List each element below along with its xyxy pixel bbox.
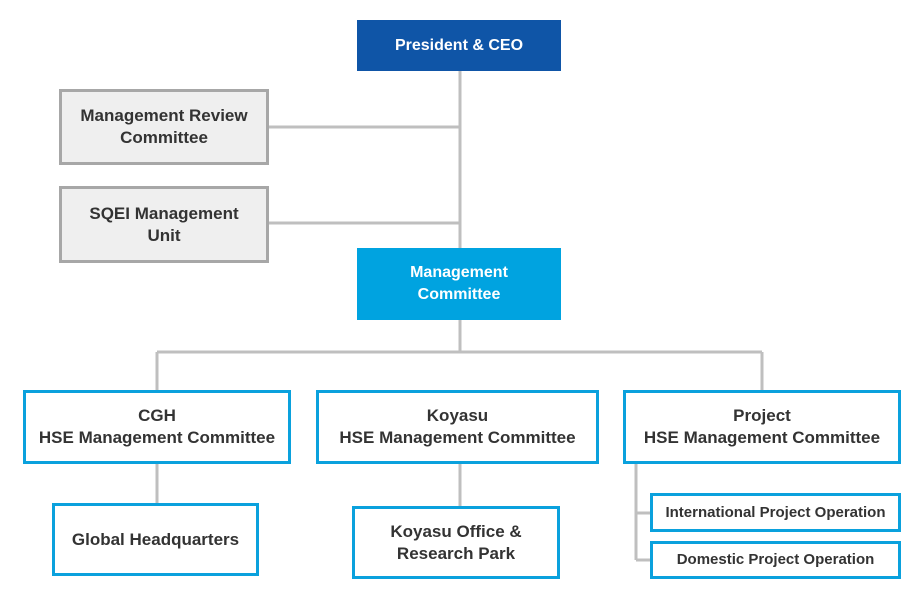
koyasu-hse-committee-box: Koyasu HSE Management Committee <box>316 390 599 464</box>
international-project-operation-label: International Project Operation <box>665 503 886 521</box>
domestic-project-operation-box: Domestic Project Operation <box>650 541 901 579</box>
domestic-project-operation-label: Domestic Project Operation <box>676 551 875 568</box>
koyasu-committee-line-1: Koyasu <box>426 406 489 425</box>
sqei-management-unit-box: SQEI Management Unit <box>59 186 269 263</box>
project-committee-line-1: Project <box>733 406 791 425</box>
cgh-committee-line-2: HSE Management Committee <box>38 428 276 447</box>
koyasu-office-line-2: Research Park <box>396 543 516 563</box>
sqei-unit-line-1: SQEI Management <box>89 203 239 223</box>
president-ceo-label: President & CEO <box>394 36 524 54</box>
koyasu-committee-line-2: HSE Management Committee <box>339 428 576 447</box>
management-committee-line-1: Management <box>410 264 508 281</box>
management-review-line-2: Committee <box>120 128 208 147</box>
global-headquarters-box: Global Headquarters <box>52 503 259 576</box>
global-headquarters-label: Global Headquarters <box>71 529 240 549</box>
cgh-committee-line-1: CGH <box>138 406 176 425</box>
koyasu-office-line-1: Koyasu Office & <box>390 521 522 541</box>
president-ceo-box: President & CEO <box>357 20 561 71</box>
koyasu-office-research-park-box: Koyasu Office & Research Park <box>352 506 560 579</box>
international-project-operation-box: International Project Operation <box>650 493 901 532</box>
management-committee-box: Management Committee <box>357 248 561 320</box>
sqei-unit-line-2: Unit <box>147 225 181 245</box>
project-committee-line-2: HSE Management Committee <box>643 428 881 447</box>
cgh-hse-committee-box: CGH HSE Management Committee <box>23 390 291 464</box>
management-committee-line-2: Committee <box>417 286 501 303</box>
management-review-line-1: Management Review <box>80 106 248 125</box>
project-hse-committee-box: Project HSE Management Committee <box>623 390 901 464</box>
management-review-committee-box: Management Review Committee <box>59 89 269 165</box>
